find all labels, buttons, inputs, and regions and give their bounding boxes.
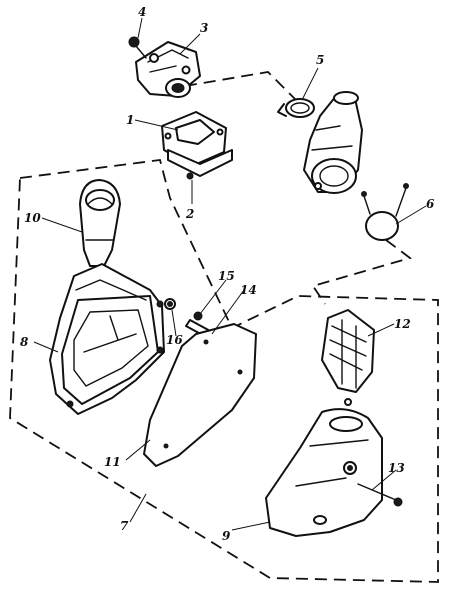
callout-10: 10 — [24, 211, 41, 225]
callout-7: 7 — [120, 519, 129, 533]
assembly-boundary-7 — [9, 159, 439, 583]
callout-4: 4 — [138, 5, 146, 19]
callout-3: 3 — [200, 21, 208, 35]
callout-15: 15 — [218, 269, 235, 283]
air-intake-duct — [303, 91, 363, 194]
callout-9: 9 — [222, 529, 231, 543]
inlet-funnel-10 — [79, 179, 121, 267]
intake-grille-12 — [321, 309, 375, 406]
silencer-case-9 — [265, 408, 383, 537]
callout-6: 6 — [426, 197, 435, 211]
ring-clamp-6 — [361, 183, 409, 241]
carburetor-holder — [135, 41, 201, 98]
callout-1: 1 — [126, 113, 134, 127]
screw-4 — [128, 36, 147, 59]
callout-5: 5 — [316, 53, 324, 67]
connector-dashed-line — [311, 239, 412, 305]
callout-13: 13 — [388, 461, 405, 475]
leader-lines — [33, 17, 427, 531]
filter-element-11 — [143, 323, 257, 467]
callout-8: 8 — [20, 335, 29, 349]
callout-2: 2 — [185, 207, 194, 221]
connector-dashed-line-upper — [184, 71, 297, 101]
gasket-plate — [161, 111, 233, 180]
callout-14: 14 — [240, 283, 257, 297]
callout-12: 12 — [394, 317, 411, 331]
callout-labels: 4 3 1 2 5 6 10 8 15 14 16 11 12 13 9 7 — [20, 5, 435, 543]
screw-13 — [357, 483, 403, 507]
air-cleaner-case-8 — [49, 263, 165, 415]
hose-clamp-5 — [277, 98, 315, 118]
callout-16: 16 — [166, 333, 183, 347]
callout-11: 11 — [104, 455, 121, 469]
